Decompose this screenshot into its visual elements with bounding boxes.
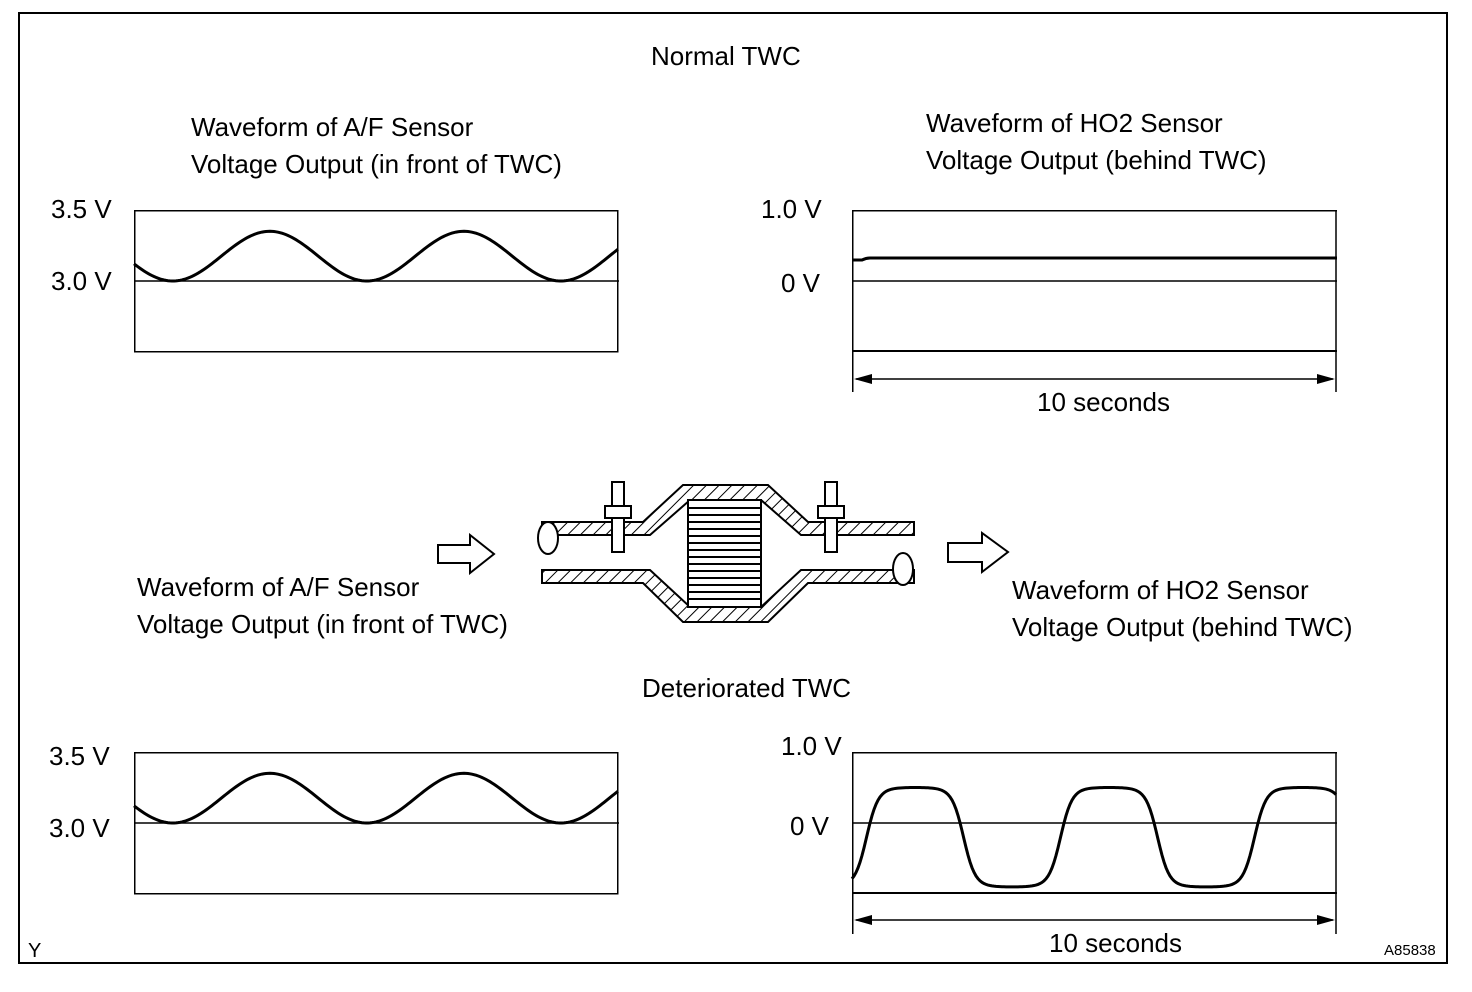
upper-shell: [541, 484, 915, 536]
inlet-pipe-end: [537, 521, 559, 555]
ho2-sensor-icon: [817, 481, 845, 553]
middle-ho2-caption: Waveform of HO2 Sensor Voltage Output (b…: [1012, 572, 1353, 646]
det-ho2-svg: [850, 752, 1338, 934]
normal-af-caption-line1: Waveform of A/F Sensor: [191, 112, 474, 142]
normal-ho2-caption-line1: Waveform of HO2 Sensor: [926, 108, 1223, 138]
det-ho2-ref-label: 0 V: [790, 811, 830, 841]
normal-af-ref-label: 3.0 V: [51, 266, 112, 296]
det-af-waveform: [133, 771, 619, 825]
normal-af-caption-line2: Voltage Output (in front of TWC): [191, 149, 562, 179]
normal-ho2-caption-line2: Voltage Output (behind TWC): [926, 145, 1267, 175]
det-ho2-chart: [850, 752, 1338, 934]
substrate-block: [687, 499, 762, 608]
middle-af-caption: Waveform of A/F Sensor Voltage Output (i…: [137, 569, 508, 643]
normal-ho2-top-label: 1.0 V: [761, 194, 822, 224]
corner-mark: Y: [28, 940, 42, 962]
normal-ho2-waveform: [853, 256, 1337, 262]
catalytic-converter-icon: [537, 481, 915, 623]
middle-af-caption-line1: Waveform of A/F Sensor: [137, 572, 420, 602]
substrate-cells: [688, 507, 761, 600]
middle-af-caption-line2: Voltage Output (in front of TWC): [137, 609, 508, 639]
det-ho2-top-label: 1.0 V: [781, 731, 842, 761]
det-af-chart: [133, 752, 619, 895]
outlet-pipe-end: [892, 552, 914, 586]
middle-ho2-caption-line1: Waveform of HO2 Sensor: [1012, 575, 1309, 605]
normal-ho2-arrowhead-right: [1317, 374, 1335, 384]
normal-duration-label: 10 seconds: [1037, 387, 1170, 417]
normal-ho2-caption: Waveform of HO2 Sensor Voltage Output (b…: [926, 105, 1267, 179]
normal-af-waveform: [133, 229, 619, 283]
normal-af-top-label: 3.5 V: [51, 194, 112, 224]
normal-ho2-chart: [852, 210, 1337, 392]
normal-ho2-svg: [852, 210, 1337, 392]
normal-ho2-arrowhead-left: [854, 374, 872, 384]
det-ho2-arrowhead-left: [854, 915, 872, 925]
det-af-ref-label: 3.0 V: [49, 813, 110, 843]
normal-af-chart: [133, 210, 619, 353]
det-duration-label: 10 seconds: [1049, 928, 1182, 958]
det-ho2-arrowhead-right: [1317, 915, 1335, 925]
heading-normal-twc: Normal TWC: [651, 41, 801, 71]
det-af-svg: [133, 752, 619, 895]
det-ho2-waveform: [850, 786, 1338, 889]
normal-af-caption: Waveform of A/F Sensor Voltage Output (i…: [191, 109, 562, 183]
outflow-arrow-icon: [947, 531, 1010, 575]
heading-deteriorated-twc: Deteriorated TWC: [642, 673, 852, 703]
figure-code: A85838: [1384, 942, 1436, 959]
normal-ho2-ref-label: 0 V: [781, 268, 821, 298]
det-af-top-label: 3.5 V: [49, 741, 110, 771]
middle-ho2-caption-line2: Voltage Output (behind TWC): [1012, 612, 1353, 642]
af-sensor-icon: [604, 481, 632, 553]
normal-af-svg: [133, 210, 619, 353]
inflow-arrow-icon: [437, 533, 496, 575]
figure-frame: [18, 12, 1448, 964]
